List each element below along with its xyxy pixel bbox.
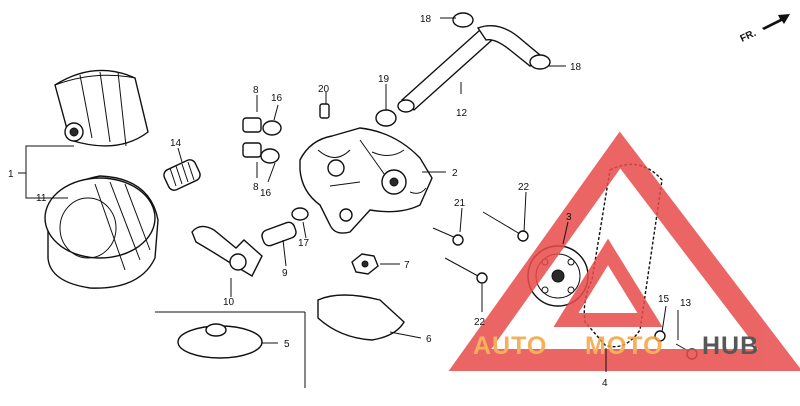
callout-6: 6	[426, 334, 432, 345]
bolts	[432, 211, 698, 360]
leader-lines	[18, 17, 679, 372]
oil-pump-body	[299, 127, 433, 234]
oil-pass-pipe	[397, 12, 551, 113]
oil-pipe	[191, 225, 263, 277]
oil-strainer	[317, 294, 405, 341]
callout-3: 3	[566, 212, 572, 223]
callout-12: 12	[456, 108, 468, 119]
callout-16: 16	[271, 93, 283, 104]
watermark-text-left: AUTO	[473, 332, 547, 360]
callout-22: 22	[518, 182, 530, 193]
callout-18: 18	[420, 14, 432, 25]
pump-o-ring	[375, 109, 397, 127]
oil-screen-base	[177, 323, 263, 359]
dowel-pins	[242, 117, 282, 164]
watermark-triangle	[448, 131, 800, 371]
watermark-text-middle: MOTO	[585, 332, 664, 360]
callout-19: 19	[378, 74, 390, 85]
watermark-text-right: HUB	[702, 332, 759, 360]
callout-10: 10	[223, 297, 235, 308]
front-arrow-icon	[762, 14, 790, 30]
callout-9: 9	[282, 268, 288, 279]
front-direction-indicator: FR.	[739, 14, 790, 45]
callout-17: 17	[298, 238, 310, 249]
filter-cartridge	[44, 175, 159, 289]
callout-14: 14	[170, 138, 182, 149]
callout-22b: 22	[474, 317, 486, 328]
callout-20: 20	[318, 84, 330, 95]
relief-valve-spring	[163, 159, 201, 191]
callout-11: 11	[36, 193, 47, 204]
watermark: AUTO MOTO HUB	[448, 131, 800, 371]
callout-13: 13	[680, 298, 692, 309]
section-divider	[155, 311, 306, 388]
callout-7: 7	[404, 260, 410, 271]
callout-1: 1	[8, 169, 14, 180]
joint-pipe	[261, 207, 309, 247]
oil-filter-cap	[54, 69, 149, 147]
callout-18b: 18	[570, 62, 582, 73]
callout-2: 2	[452, 168, 458, 179]
callout-16b: 16	[260, 188, 272, 199]
callout-labels: 1 2 3 4 5 6 7 8 8 9 10 11 12 13 14 15 16…	[8, 14, 692, 389]
watermark-triangle-inner	[553, 238, 663, 327]
callout-8: 8	[253, 85, 259, 96]
relief-nut	[351, 253, 379, 275]
knock-pin	[319, 103, 330, 119]
callout-8b: 8	[253, 182, 259, 193]
callout-21: 21	[454, 198, 466, 209]
callout-4: 4	[602, 378, 608, 389]
front-label: FR.	[739, 28, 758, 45]
callout-15: 15	[658, 294, 670, 305]
callout-5: 5	[284, 339, 290, 350]
